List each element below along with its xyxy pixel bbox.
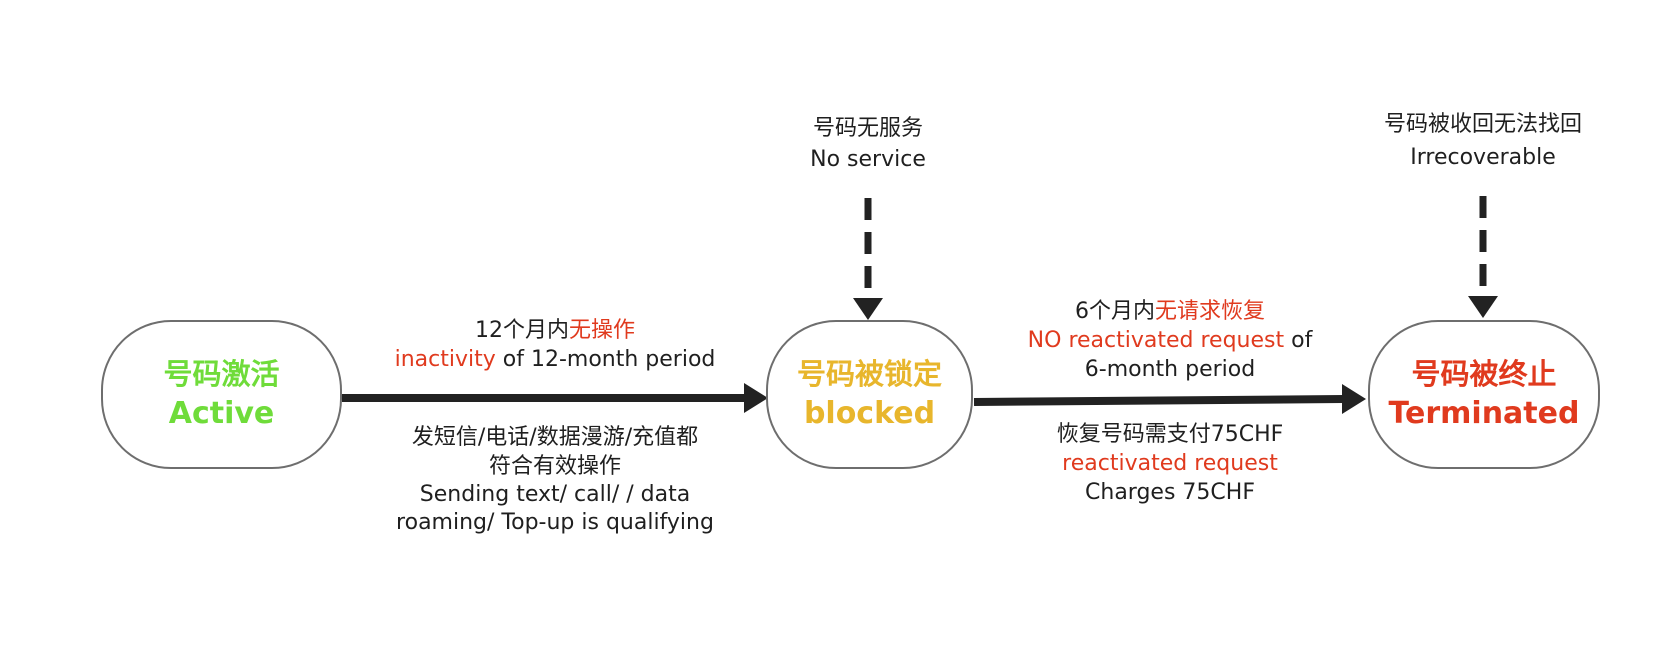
transition2-condition: 6个月内无请求恢复 NO reactivated request of 6-mo… (980, 297, 1360, 384)
transition2-note: 恢复号码需支付75CHF reactivated request Charges… (980, 420, 1360, 507)
arrowhead-blocked-to-terminated (1342, 384, 1366, 414)
node-terminated-zh: 号码被终止 (1411, 356, 1557, 391)
arrow-blocked-to-terminated (973, 395, 1345, 406)
dashed-arrowhead-irrecoverable (1468, 296, 1498, 318)
transition1-note-line4: roaming/ Top-up is qualifying (396, 510, 714, 535)
status-no-service: 号码无服务 No service (718, 113, 1018, 175)
transition1-note: 发短信/电话/数据漫游/充值都 符合有效操作 Sending text/ cal… (355, 423, 755, 537)
status-irrecoverable-en: Irrecoverable (1410, 145, 1556, 170)
node-terminated-en: Terminated (1388, 395, 1580, 431)
transition1-note-line1: 发短信/电话/数据漫游/充值都 (411, 425, 699, 450)
node-blocked-en: blocked (803, 395, 936, 431)
node-terminated: 号码被终止 Terminated (1368, 320, 1600, 469)
transition1-condition: 12个月内无操作 inactivity of 12-month period (355, 316, 755, 374)
status-no-service-zh: 号码无服务 (812, 116, 923, 141)
node-blocked: 号码被锁定 blocked (766, 320, 973, 469)
transition1-note-line3: Sending text/ call/ / data (419, 482, 691, 507)
transition1-condition-en: inactivity of 12-month period (394, 347, 716, 372)
transition2-note-line3: Charges 75CHF (1085, 480, 1255, 505)
transition2-condition-zh: 6个月内无请求恢复 (1074, 299, 1265, 324)
transition2-note-line1: 恢复号码需支付75CHF (1056, 422, 1284, 447)
node-blocked-zh: 号码被锁定 (796, 356, 942, 391)
status-no-service-en: No service (810, 147, 926, 172)
node-active: 号码激活 Active (101, 320, 342, 469)
transition2-note-line2: reactivated request (1062, 451, 1278, 476)
status-irrecoverable-zh: 号码被收回无法找回 (1383, 112, 1582, 137)
transition2-condition-en: NO reactivated request of (1027, 328, 1313, 353)
node-active-zh: 号码激活 (163, 356, 280, 391)
transition1-note-line2: 符合有效操作 (488, 454, 621, 479)
transition1-condition-zh: 12个月内无操作 (474, 318, 635, 343)
status-irrecoverable: 号码被收回无法找回 Irrecoverable (1333, 108, 1633, 174)
transition2-condition-period: 6-month period (1084, 357, 1256, 382)
dashed-arrowhead-no-service (853, 298, 883, 320)
arrowhead-active-to-blocked (744, 383, 768, 413)
node-active-en: Active (168, 395, 275, 431)
